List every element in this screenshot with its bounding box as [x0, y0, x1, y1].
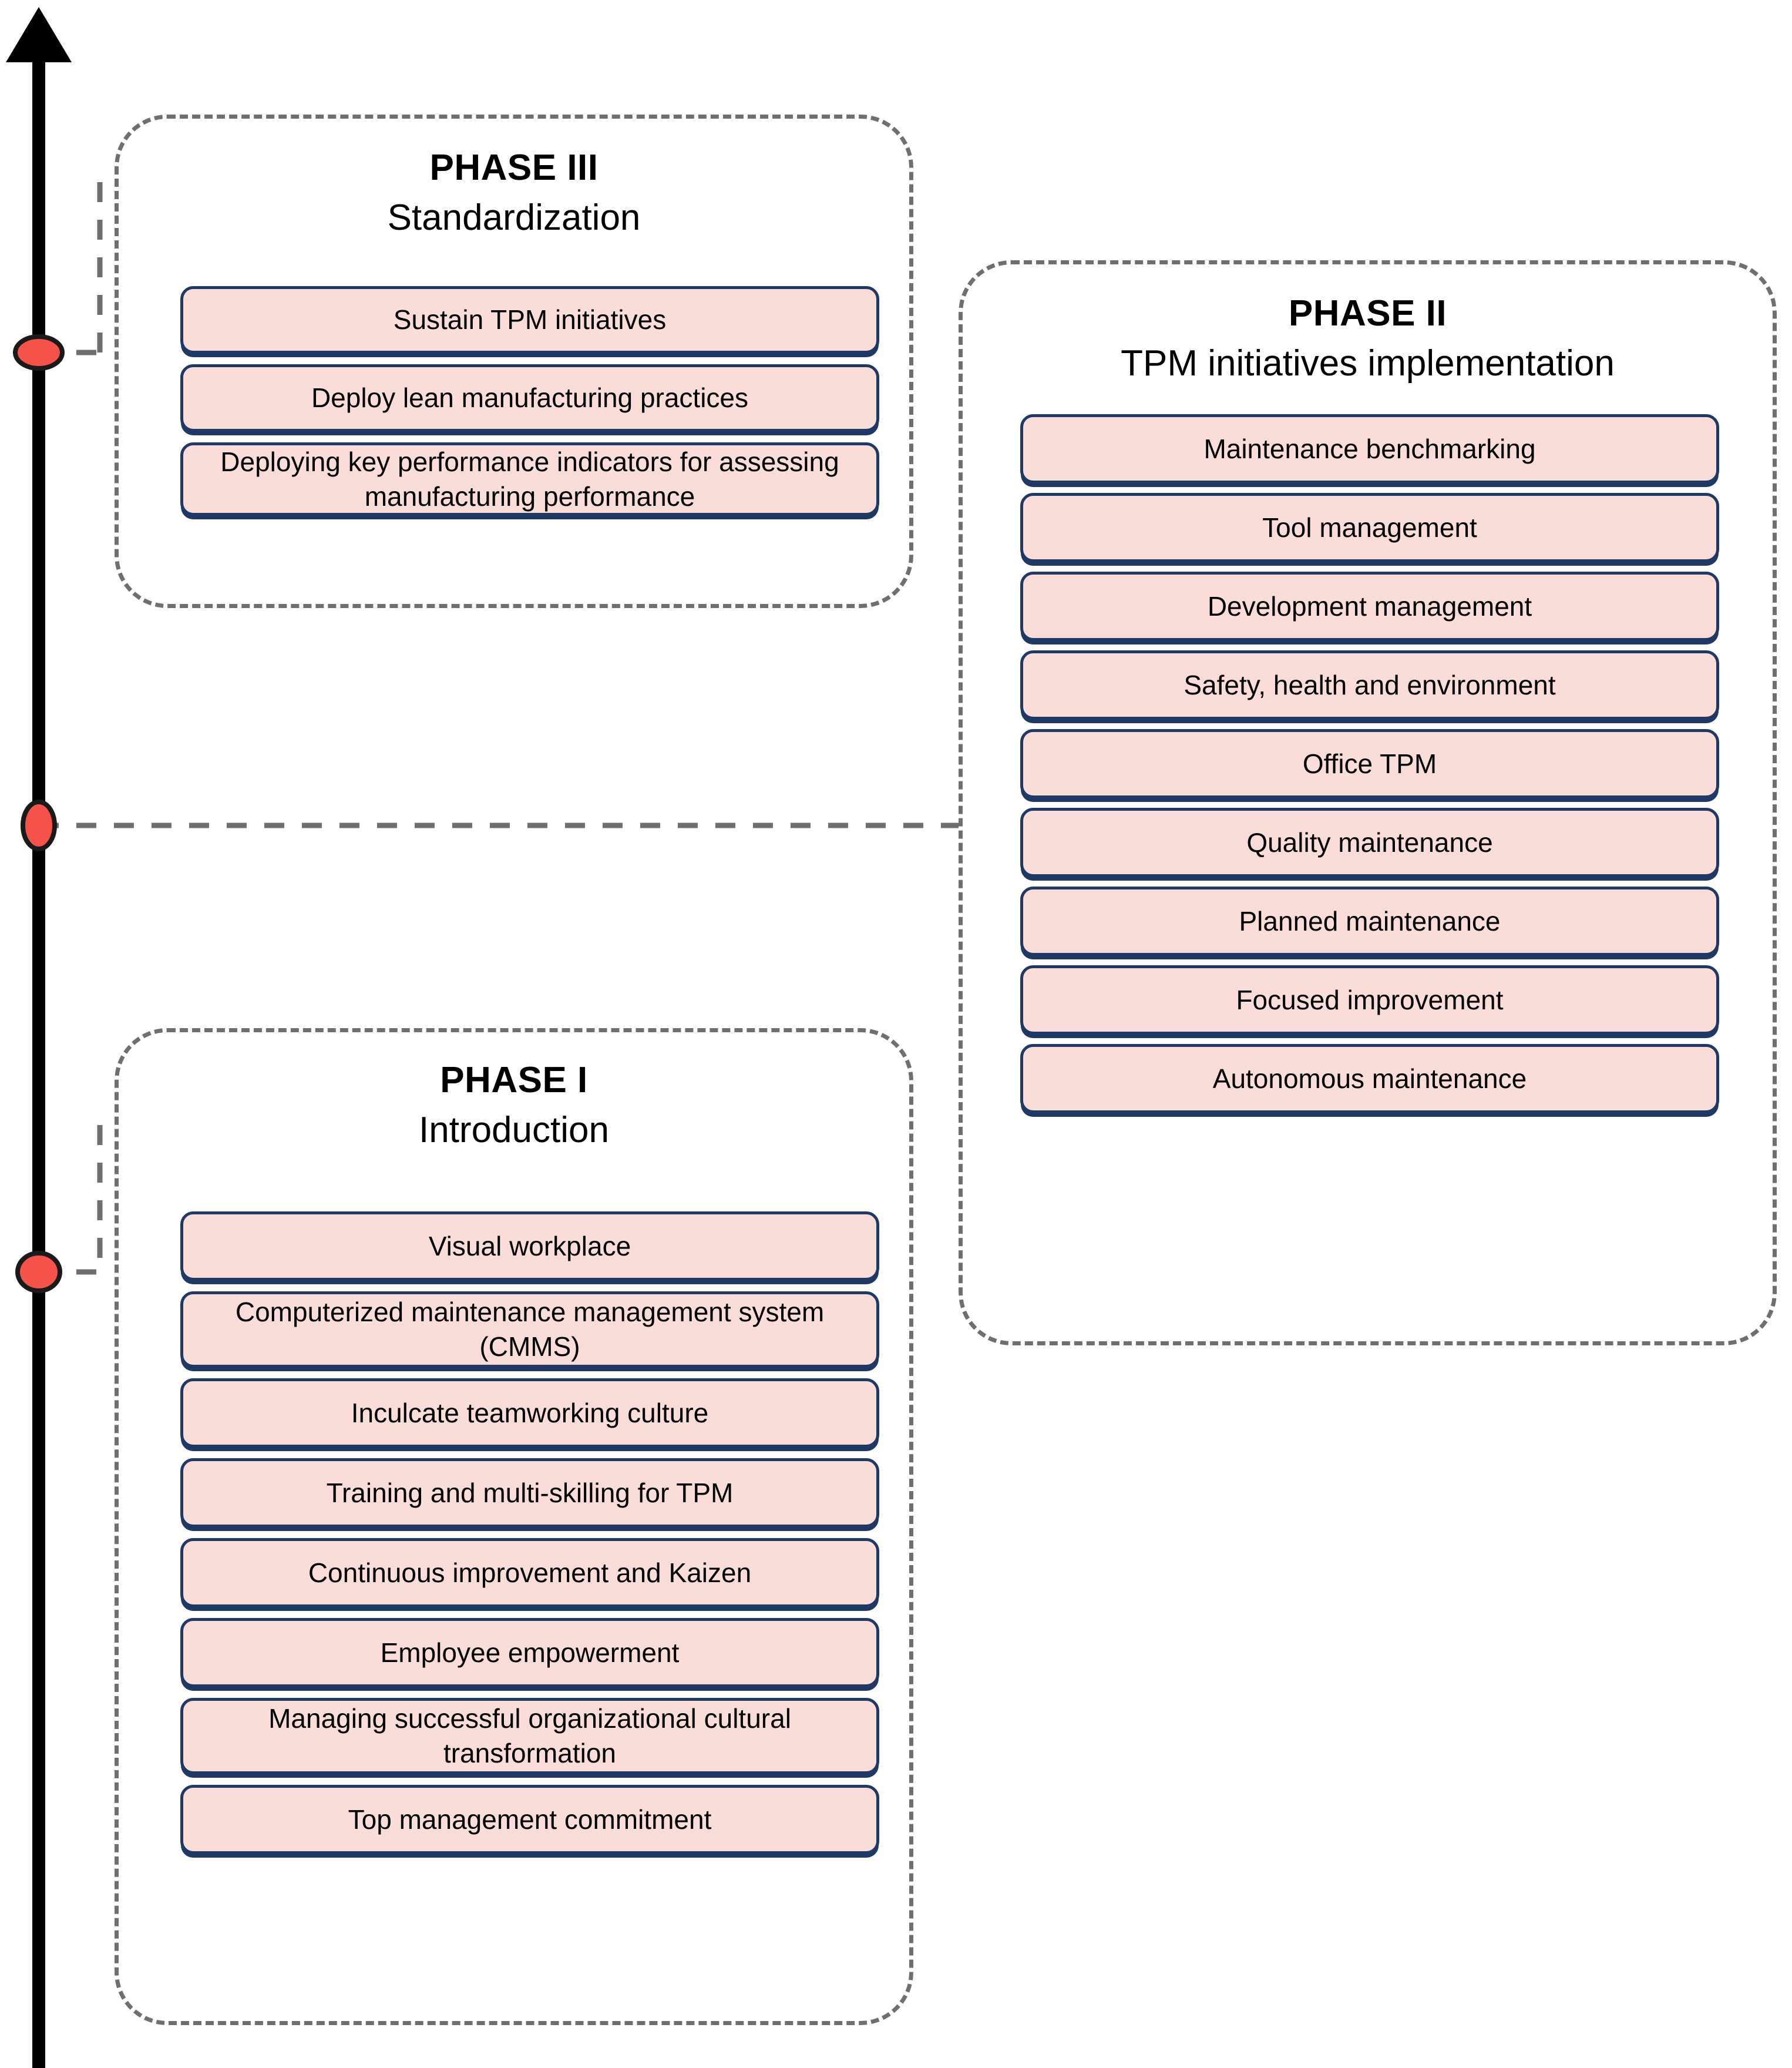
phase-2-item-9-label: Autonomous maintenance: [1212, 1063, 1527, 1094]
phase-1-item-6-label: Employee empowerment: [380, 1637, 680, 1668]
phase-3-item-list: Sustain TPM initiatives Deploy lean manu…: [180, 286, 879, 516]
phase-1-item-2-label: Computerized maintenance management syst…: [235, 1297, 825, 1362]
phase-2-item-9[interactable]: Autonomous maintenance: [1020, 1044, 1719, 1113]
phase-2-subtitle: TPM initiatives implementation: [1121, 343, 1615, 384]
phase-1-item-3[interactable]: Inculcate teamworking culture: [180, 1378, 879, 1448]
milestone-dot-1: [15, 1251, 62, 1293]
phase-2-item-2[interactable]: Tool management: [1020, 493, 1719, 562]
phase-1-item-4-label: Training and multi-skilling for TPM: [326, 1477, 734, 1508]
phase-3-subtitle: Standardization: [387, 197, 641, 238]
phase-2-item-3[interactable]: Development management: [1020, 572, 1719, 641]
phase-1-title: PHASE I: [440, 1060, 588, 1100]
phase-1-item-4[interactable]: Training and multi-skilling for TPM: [180, 1458, 879, 1528]
phase-1-item-6[interactable]: Employee empowerment: [180, 1618, 879, 1687]
phase-1-item-5-label: Continuous improvement and Kaizen: [308, 1557, 752, 1588]
phase-2-item-1[interactable]: Maintenance benchmarking: [1020, 414, 1719, 484]
phase-1-item-list: Visual workplace Computerized maintenanc…: [180, 1211, 879, 1854]
phase-2-container: PHASE II TPM initiatives implementation …: [959, 260, 1777, 1345]
phase-2-item-6-label: Quality maintenance: [1246, 827, 1493, 858]
milestone-dot-2: [21, 800, 57, 851]
phase-1-item-7[interactable]: Managing successful organizational cultu…: [180, 1698, 879, 1774]
phase-3-item-1[interactable]: Sustain TPM initiatives: [180, 286, 879, 354]
phase-3-title: PHASE III: [429, 147, 599, 188]
phase-2-item-8[interactable]: Focused improvement: [1020, 965, 1719, 1035]
phase-2-item-6[interactable]: Quality maintenance: [1020, 808, 1719, 877]
phase-1-heading: PHASE I Introduction: [119, 1059, 909, 1151]
phase-1-item-5[interactable]: Continuous improvement and Kaizen: [180, 1538, 879, 1607]
phase-1-item-8-label: Top management commitment: [348, 1804, 712, 1835]
phase-2-item-8-label: Focused improvement: [1236, 984, 1504, 1015]
phase-1-item-7-label: Managing successful organizational cultu…: [268, 1703, 791, 1768]
phase-3-item-2-label: Deploy lean manufacturing practices: [311, 382, 749, 414]
phase-3-heading: PHASE III Standardization: [119, 147, 909, 239]
phase-2-item-2-label: Tool management: [1262, 512, 1477, 543]
phase-1-item-1-label: Visual workplace: [428, 1230, 631, 1261]
phase-2-item-list: Maintenance benchmarking Tool management…: [1020, 414, 1719, 1113]
phase-2-item-1-label: Maintenance benchmarking: [1203, 433, 1536, 464]
phase-1-container: PHASE I Introduction Visual workplace Co…: [115, 1028, 913, 2025]
phase-1-item-3-label: Inculcate teamworking culture: [351, 1397, 709, 1428]
phase-3-item-3-label: Deploying key performance indicators for…: [220, 446, 839, 512]
phase-1-item-8[interactable]: Top management commitment: [180, 1785, 879, 1854]
phase-2-item-5[interactable]: Office TPM: [1020, 729, 1719, 798]
phase-3-container: PHASE III Standardization Sustain TPM in…: [115, 115, 913, 608]
axis-arrowhead: [6, 7, 72, 62]
phase-3-item-2[interactable]: Deploy lean manufacturing practices: [180, 364, 879, 432]
milestone-dot-3: [13, 334, 65, 371]
phase-1-item-1[interactable]: Visual workplace: [180, 1211, 879, 1281]
phase-2-item-7[interactable]: Planned maintenance: [1020, 887, 1719, 956]
phase-2-item-4-label: Safety, health and environment: [1184, 669, 1556, 700]
phase-3-item-1-label: Sustain TPM initiatives: [393, 304, 667, 335]
phase-1-subtitle: Introduction: [419, 1110, 609, 1150]
phase-2-title: PHASE II: [1288, 293, 1447, 334]
phase-2-item-4[interactable]: Safety, health and environment: [1020, 650, 1719, 720]
phase-2-item-5-label: Office TPM: [1302, 748, 1437, 779]
phase-3-item-3[interactable]: Deploying key performance indicators for…: [180, 442, 879, 516]
connector-phase-1: [39, 1116, 103, 1275]
phase-2-heading: PHASE II TPM initiatives implementation: [963, 293, 1773, 384]
phase-2-item-7-label: Planned maintenance: [1239, 905, 1501, 936]
phase-1-item-2[interactable]: Computerized maintenance management syst…: [180, 1291, 879, 1368]
phase-2-item-3-label: Development management: [1207, 590, 1532, 622]
